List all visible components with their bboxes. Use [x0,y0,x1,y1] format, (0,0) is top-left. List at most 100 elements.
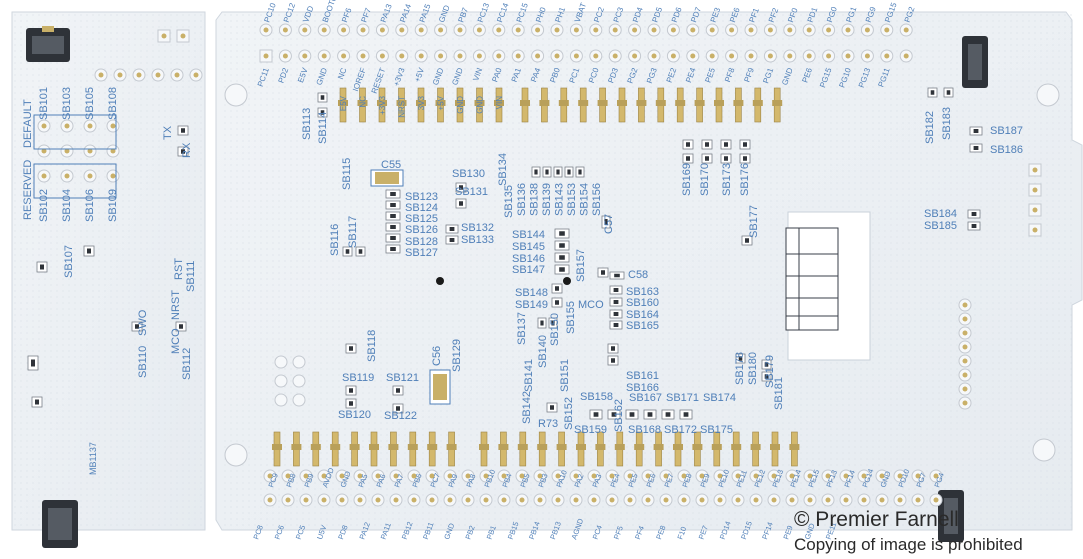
header-pin [435,87,446,123]
watermark-line-1: © Premier Farnell [794,508,959,531]
solder-bridge [607,343,619,354]
solder-bridge [548,317,558,329]
solder-bridge [83,245,95,257]
header-pad [472,23,486,37]
header-pad [958,340,972,354]
header-pad [569,493,583,507]
part-label-sb117: SB117 [347,216,359,248]
part-label-sb159: SB159 [574,424,607,436]
header-pin [291,431,302,467]
header-pin [714,87,724,123]
solder-bridge [355,246,366,257]
solder-bridge [741,235,753,246]
part-label-sb132: SB132 [461,222,494,234]
header-pin [750,431,761,467]
sb110-label: SB110 [137,346,149,378]
header-pad [875,493,889,507]
header-pad [37,119,51,133]
solder-bridge [735,353,746,364]
solder-bridge [607,409,621,420]
header-pad [880,23,894,37]
solder-bridge [385,189,401,199]
header-pin [427,431,438,467]
solder-bridge [720,139,732,150]
header-pad [958,368,972,382]
header-pad [803,493,817,507]
header-pad [461,493,475,507]
header-pin [377,87,387,123]
header-pad [497,493,511,507]
header-pad [317,23,331,37]
solder-bridge [969,126,983,136]
part-label-sb171: SB171 [666,392,699,404]
header-pad [802,23,816,37]
solder-bridge [385,211,401,221]
solder-bridge [445,224,459,234]
part-label-sb147: SB147 [512,264,545,276]
header-pad [259,49,273,63]
header-pad [299,493,313,507]
header-pad [497,469,511,483]
header-pad [353,469,367,483]
header-pad [492,23,506,37]
header-pad [695,469,709,483]
part-label-sb151: SB151 [559,359,571,392]
part-label-sb143: SB143 [554,183,566,216]
header-pad [335,493,349,507]
header-pad [958,298,972,312]
solder-bridge [575,166,585,178]
header-pad [647,23,661,37]
part-label-sb130: SB130 [452,168,485,180]
header-pad [263,493,277,507]
header-pad [389,469,403,483]
header-pad [550,23,564,37]
header-pad [434,49,448,63]
header-pad [841,23,855,37]
header-pad [106,144,120,158]
header-pin [520,87,530,123]
header-pad [299,469,313,483]
header-pad [744,49,758,63]
header-pad [511,49,525,63]
solder-bridge [537,317,547,329]
header-pad [958,382,972,396]
header-pad [731,469,745,483]
header-pin [494,87,504,123]
part-label-r73: R73 [538,418,558,430]
solder-bridge [385,222,401,232]
header-pin [369,431,379,467]
part-label-sb162: SB162 [613,399,625,432]
header-pad [647,49,661,63]
header-pad [531,23,545,37]
header-pin [357,87,368,123]
solder-bridge [554,264,570,275]
header-pad [414,23,428,37]
solder-bridge [679,409,693,420]
solder-bridge [720,153,732,164]
power-pin-tag: NRST [398,96,407,118]
bottom-pin-label: PA8 [464,473,477,489]
solder-bridge [609,297,623,307]
solder-bridge [554,228,570,239]
header-pad [587,469,601,483]
part-label-sb185: SB185 [924,220,957,232]
header-pad [515,493,529,507]
part-label-sb182: SB182 [924,111,936,144]
part-label-sb114: SB114 [317,112,329,144]
solder-bridge [392,403,404,414]
header-pad [666,49,680,63]
header-pad [893,469,907,483]
part-label-sb137: SB137 [516,312,528,345]
part-label-sb136: SB136 [516,183,528,216]
solder-bridge [609,285,623,295]
part-label-sb176: SB176 [739,163,751,196]
header-pad [749,493,763,507]
solder-bridge [661,409,675,420]
header-pad [628,23,642,37]
sb-label: SB106 [84,189,96,222]
solder-bridge [643,409,657,420]
solder-bridge [609,271,625,280]
header-pad [587,493,601,507]
part-label-sb113: SB113 [301,108,313,140]
header-pad [899,49,913,63]
